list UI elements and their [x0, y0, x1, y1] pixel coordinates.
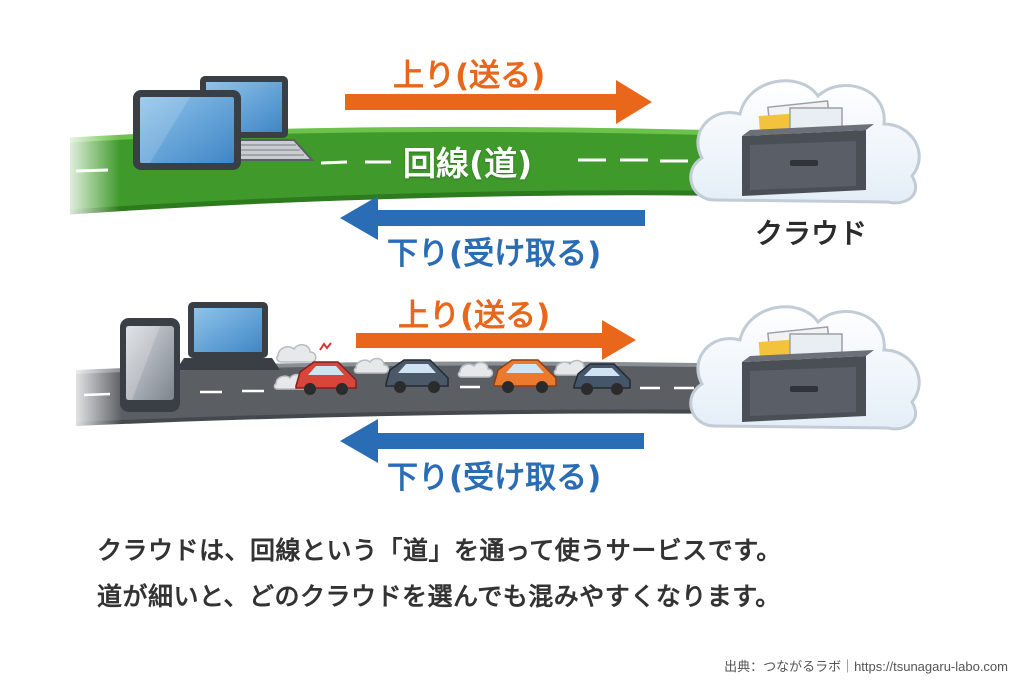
file-drawer-icon [742, 326, 874, 422]
car-icon [385, 359, 449, 393]
file-drawer-icon [742, 100, 874, 196]
tablet-icon [133, 90, 241, 170]
upload-arrow [356, 320, 636, 360]
cloud-label: クラウド [755, 217, 868, 250]
source-credit: 出典：つながるラボ｜https://tsunagaru-labo.com [724, 659, 1008, 674]
download-arrow [340, 419, 644, 463]
car-icon [573, 363, 631, 395]
laptop-icon [176, 302, 280, 370]
top-upload-label: 上り(送る) [393, 58, 546, 94]
upload-arrow [345, 80, 652, 124]
bottom-download-label: 下り(受け取る) [387, 460, 602, 496]
exhaust-smoke-icon [273, 344, 590, 390]
top-download-label: 下り(受け取る) [387, 236, 602, 272]
caption-line-1: クラウドは、回線という「道」を通って使うサービスです。 [97, 536, 782, 565]
bottom-upload-label: 上り(送る) [398, 298, 551, 334]
download-arrow [340, 196, 645, 240]
smartphone-icon [120, 318, 180, 412]
car-icon [295, 361, 357, 395]
car-icon [493, 359, 557, 393]
caption-line-2: 道が細いと、どのクラウドを選んでも混みやすくなります。 [97, 582, 781, 611]
road-label: 回線(道) [403, 144, 533, 183]
